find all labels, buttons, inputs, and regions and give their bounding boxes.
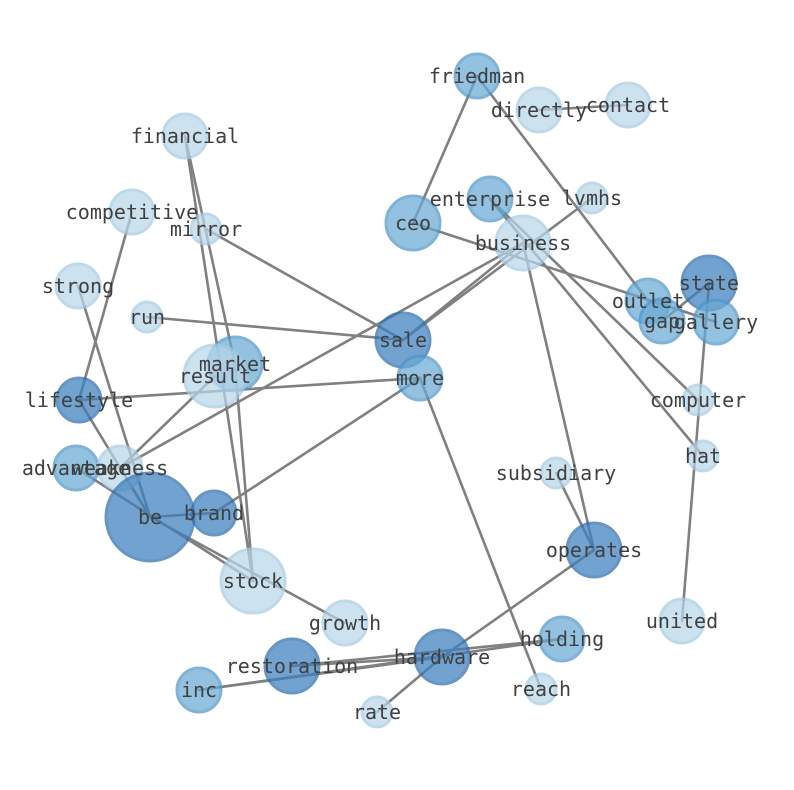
node-label-run: run [129,305,165,329]
edge-financial-market [183,134,237,366]
node-label-state: state [679,271,739,295]
edge-more-reach [418,376,543,691]
node-label-more: more [396,366,444,390]
node-result[interactable] [182,343,248,409]
node-enterprise[interactable] [466,175,514,223]
node-mirror[interactable] [189,212,223,246]
node-growth[interactable] [321,599,369,647]
edge-mirror-sale [204,227,405,342]
node-holding[interactable] [538,615,586,663]
node-label-financial: financial [131,124,239,148]
edge-market-stock [233,362,255,583]
node-run[interactable] [130,300,164,334]
node-label-growth: growth [309,611,381,635]
node-label-subsidiary: subsidiary [496,461,616,485]
node-subsidiary[interactable] [539,456,573,490]
node-label-rate: rate [353,700,401,724]
node-stock[interactable] [219,547,287,615]
node-label-lvmhs: lvmhs [562,186,622,210]
node-label-lifestyle: lifestyle [25,388,133,412]
node-label-gap: gap [644,309,680,333]
node-label-business: business [475,231,571,255]
node-label-ceo: ceo [395,211,431,235]
edges-layer [74,74,718,714]
edge-operates-hardware [440,548,596,659]
node-label-friedman: friedman [429,64,525,88]
node-computer[interactable] [681,383,715,417]
node-directly[interactable] [515,86,563,134]
node-label-reach: reach [511,677,571,701]
node-business[interactable] [494,214,552,272]
node-label-hat: hat [685,444,721,468]
node-label-enterprise: enterprise [430,187,550,211]
node-label-directly: directly [491,98,587,122]
node-strong[interactable] [54,262,102,310]
node-lifestyle[interactable] [55,376,103,424]
edge-business-weakness [118,241,525,470]
node-brand[interactable] [190,489,238,537]
edge-inc-holding [197,637,564,692]
node-label-restoration: restoration [226,654,358,678]
edge-lifestyle-more [77,376,422,402]
node-label-holding: holding [520,627,604,651]
node-label-stock: stock [223,569,283,593]
node-gallery[interactable] [692,298,740,346]
node-label-advantage: advantage [22,456,130,480]
node-hat[interactable] [686,439,720,473]
node-label-operates: operates [546,538,642,562]
node-label-weakness: weakness [72,456,168,480]
node-label-united: united [646,609,718,633]
node-label-market: market [199,352,271,376]
edge-more-brand [212,376,422,515]
node-contact[interactable] [604,81,652,129]
node-label-sale: sale [379,328,427,352]
node-competitive[interactable] [108,188,156,236]
node-label-contact: contact [586,93,670,117]
node-label-computer: computer [650,388,746,412]
node-label-result: result [179,364,251,388]
node-gap[interactable] [638,297,686,345]
node-label-be: be [138,505,162,529]
edge-friedman-outlet [475,74,650,303]
node-rate[interactable] [360,695,394,729]
node-label-brand: brand [184,501,244,525]
node-label-inc: inc [181,678,217,702]
node-operates[interactable] [565,521,623,579]
node-label-competitive: competitive [66,200,198,224]
edge-run-sale [145,315,405,342]
node-friedman[interactable] [453,52,501,100]
node-financial[interactable] [161,112,209,160]
node-lvmhs[interactable] [575,181,609,215]
edge-competitive-lifestyle [77,210,134,402]
node-label-outlet: outlet [612,289,684,313]
node-ceo[interactable] [384,194,442,252]
node-restoration[interactable] [263,637,321,695]
node-label-mirror: mirror [170,217,242,241]
node-inc[interactable] [175,666,223,714]
node-more[interactable] [396,354,444,402]
node-hardware[interactable] [413,628,471,686]
node-label-hardware: hardware [394,645,490,669]
edge-business-operates [521,241,596,552]
edge-lvmhs-sale [401,196,594,342]
node-label-strong: strong [42,274,114,298]
node-united[interactable] [658,597,706,645]
node-reach[interactable] [524,672,558,706]
nodes-layer [52,52,740,729]
node-label-gallery: gallery [674,310,758,334]
